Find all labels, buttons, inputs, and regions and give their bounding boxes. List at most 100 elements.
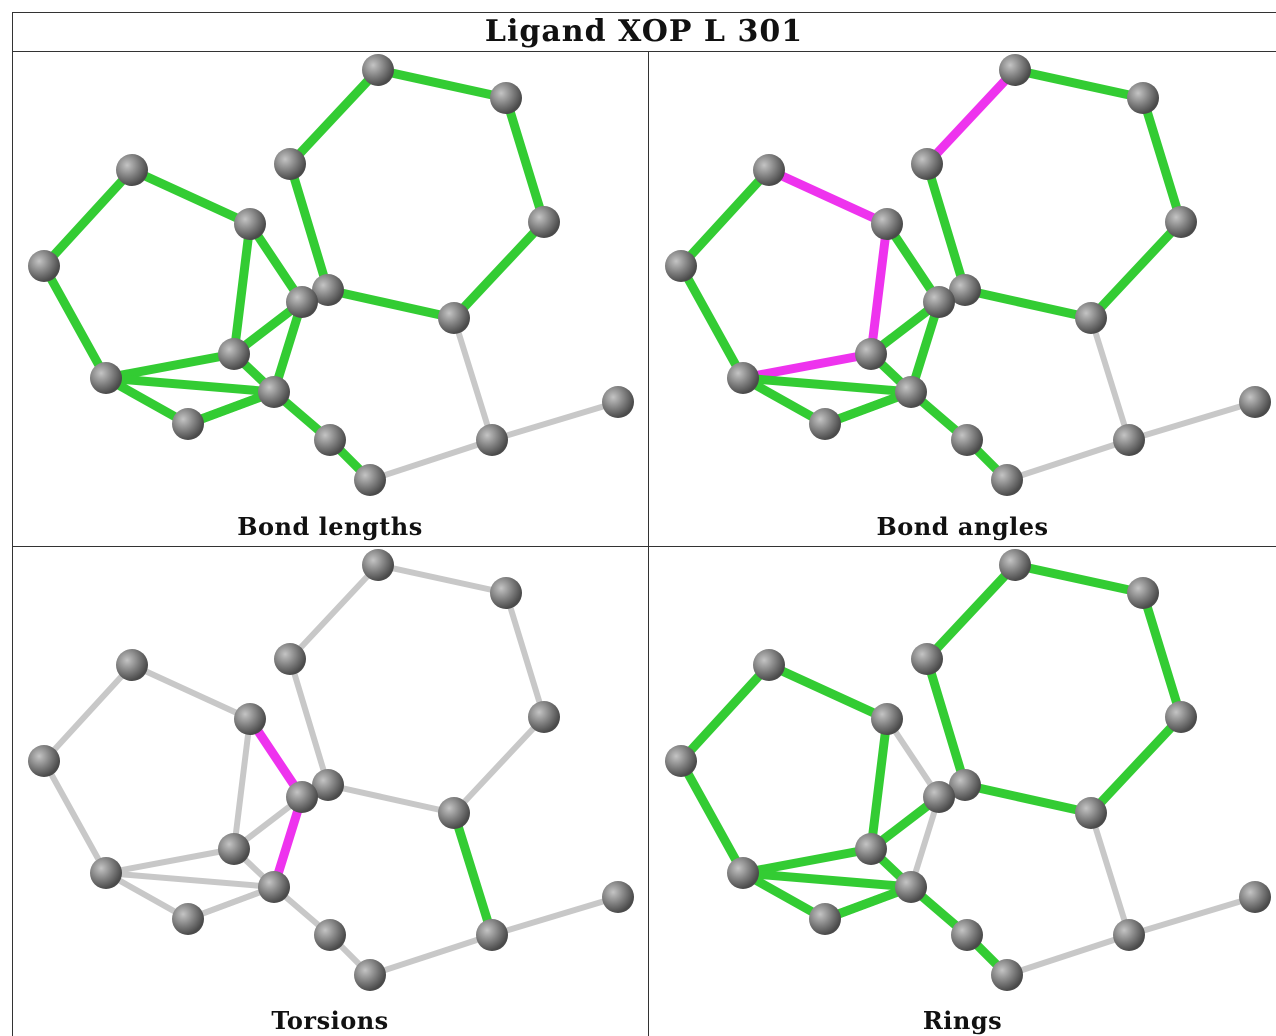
atom — [602, 881, 634, 913]
atom — [312, 769, 344, 801]
bond-neutral — [1126, 894, 1258, 938]
atom — [438, 302, 470, 334]
bond-ok — [1138, 93, 1186, 227]
atom — [286, 286, 318, 318]
panel-rings — [649, 547, 1276, 1007]
atom — [911, 148, 943, 180]
bond-ok — [39, 165, 137, 271]
atom — [871, 703, 903, 735]
bond-neutral — [1004, 437, 1132, 483]
atom — [951, 424, 983, 456]
atom — [218, 833, 250, 865]
atom — [438, 797, 470, 829]
atom — [490, 82, 522, 114]
bond-neutral — [103, 870, 277, 890]
atom — [895, 376, 927, 408]
bond-ok — [285, 159, 333, 295]
page-title: Ligand XOP L 301 — [484, 14, 804, 49]
atom — [362, 54, 394, 86]
bond-ok — [738, 373, 916, 397]
row-divider — [12, 546, 1276, 547]
atom — [999, 549, 1031, 581]
atom — [1127, 82, 1159, 114]
atom — [727, 362, 759, 394]
atom — [362, 549, 394, 581]
atom — [274, 643, 306, 675]
atom — [991, 464, 1023, 496]
column-divider — [648, 52, 649, 1036]
atom — [258, 871, 290, 903]
bond-outlier — [738, 349, 876, 383]
bond-outlier — [866, 219, 892, 359]
bond-neutral — [1004, 932, 1132, 978]
bond-neutral — [41, 662, 135, 764]
caption-bond-angles: Bond angles — [876, 512, 1049, 541]
caption-torsions: Torsions — [271, 1006, 389, 1035]
bond-ok — [1010, 65, 1148, 103]
bond-ok — [501, 93, 549, 227]
bond-neutral — [41, 758, 109, 876]
bond-neutral — [367, 437, 495, 483]
bond-ok — [922, 159, 970, 295]
panel-torsions — [12, 547, 648, 1007]
bond-neutral — [1088, 810, 1132, 938]
atom — [116, 154, 148, 186]
bond-ok — [101, 373, 279, 397]
atom — [923, 781, 955, 813]
title-row: Ligand XOP L 301 — [12, 12, 1276, 52]
atom — [1113, 424, 1145, 456]
atom — [354, 464, 386, 496]
atom — [1075, 797, 1107, 829]
bond-ok — [676, 660, 774, 766]
bond-ok — [285, 65, 383, 169]
atom — [172, 408, 204, 440]
bond-neutral — [451, 315, 495, 443]
atom — [312, 274, 344, 306]
bond-neutral — [231, 716, 253, 852]
atom — [354, 959, 386, 991]
bond-neutral — [129, 662, 253, 722]
atom — [314, 919, 346, 951]
atom — [28, 250, 60, 282]
atom — [1165, 206, 1197, 238]
bond-outlier — [764, 165, 892, 229]
bond-neutral — [375, 562, 509, 596]
atom — [949, 769, 981, 801]
bond-outlier — [922, 65, 1020, 169]
atom — [172, 903, 204, 935]
bond-neutral — [1126, 399, 1258, 443]
bond-neutral — [451, 714, 547, 816]
panel-bond-lengths — [12, 52, 648, 512]
caption-bond-lengths: Bond lengths — [237, 512, 423, 541]
bond-ok — [323, 285, 459, 323]
bond-neutral — [325, 782, 457, 816]
bond-ok — [866, 714, 892, 854]
atom — [234, 703, 266, 735]
atom — [90, 362, 122, 394]
atom — [809, 903, 841, 935]
bond-ok — [127, 165, 255, 229]
bond-ok — [960, 780, 1096, 818]
atom — [274, 148, 306, 180]
bond-neutral — [503, 590, 547, 720]
table-frame — [12, 12, 1276, 1036]
atom — [1239, 881, 1271, 913]
bond-ok — [449, 217, 549, 323]
atom — [490, 577, 522, 609]
molecule-bond-angles — [665, 54, 1271, 496]
atom — [314, 424, 346, 456]
bond-ok — [676, 261, 748, 383]
bond-neutral — [1088, 315, 1132, 443]
atom — [991, 959, 1023, 991]
atom — [1127, 577, 1159, 609]
atom — [234, 208, 266, 240]
atom — [90, 857, 122, 889]
atom — [951, 919, 983, 951]
bond-ok — [1010, 560, 1148, 598]
bond-neutral — [367, 932, 495, 978]
atom — [949, 274, 981, 306]
bond-ok — [1086, 712, 1186, 818]
bond-neutral — [287, 562, 381, 662]
atom — [665, 250, 697, 282]
atom — [855, 338, 887, 370]
